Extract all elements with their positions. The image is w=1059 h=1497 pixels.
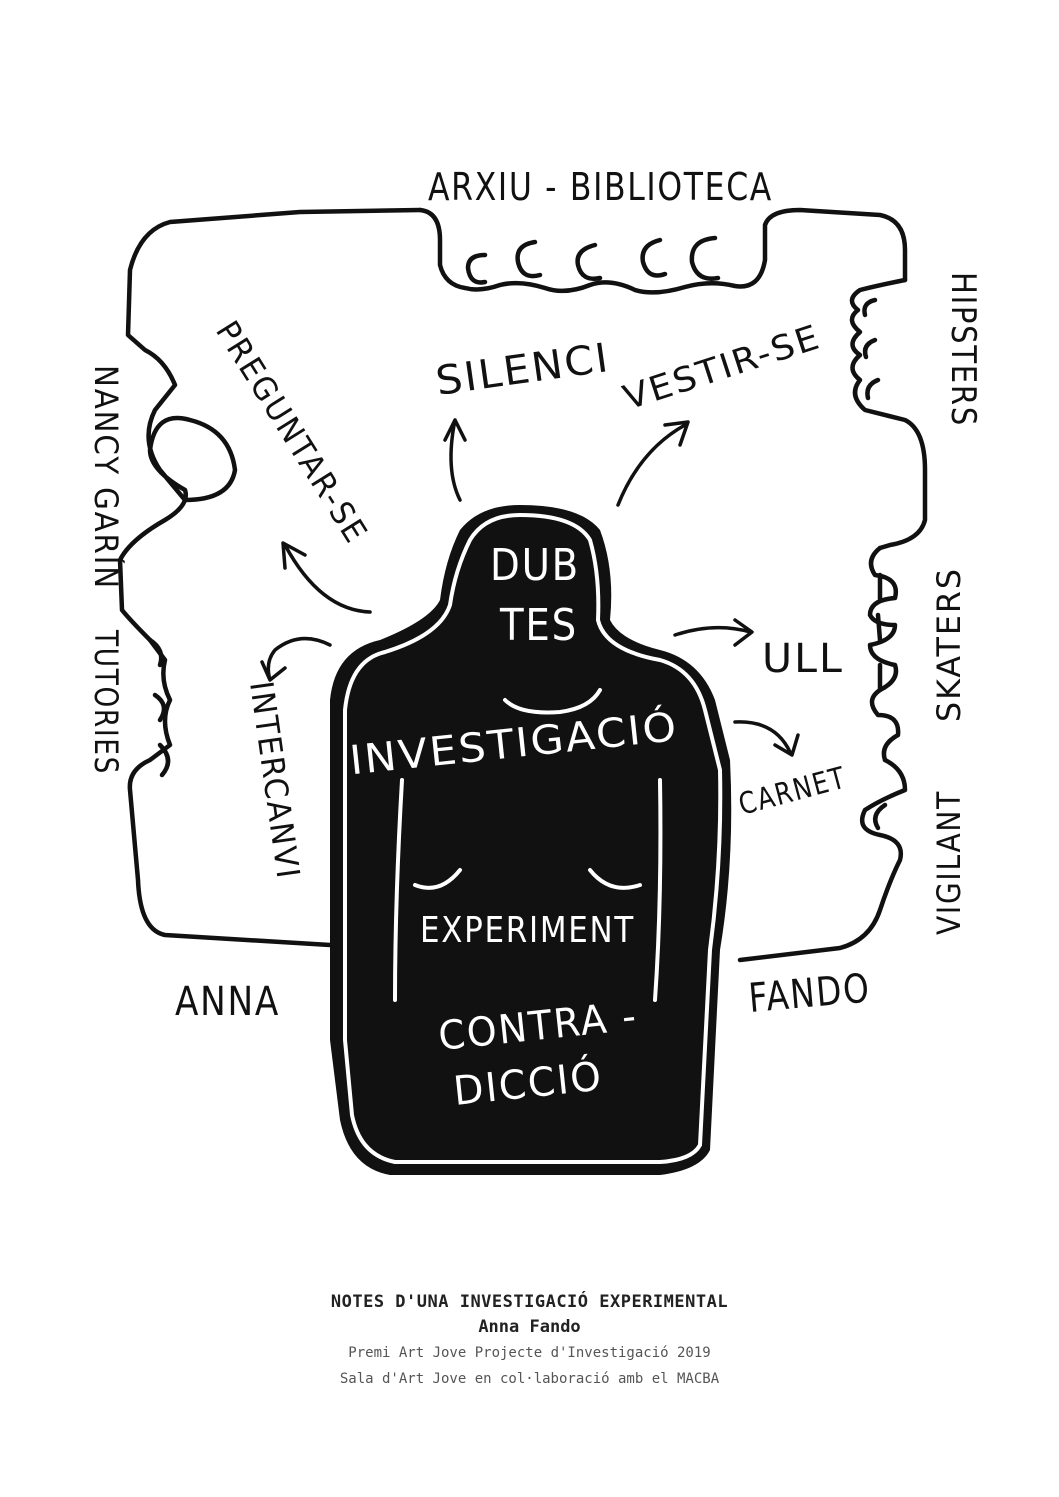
label-skaters: SKATERS xyxy=(930,567,968,722)
label-dub: DUB xyxy=(490,540,580,591)
arrows xyxy=(260,418,800,757)
arrow-intercanvi xyxy=(260,636,332,682)
label-tes: TES xyxy=(499,600,578,651)
label-experiment: EXPERIMENT xyxy=(420,910,635,951)
caption-title: NOTES D'UNA INVESTIGACIÓ EXPERIMENTAL xyxy=(330,1292,729,1312)
label-intercanvi: INTERCANVI xyxy=(242,679,307,882)
label-preguntar-se: PREGUNTAR-SE xyxy=(208,314,375,550)
arrow-carnet xyxy=(733,720,800,757)
caption-collaboration: Sala d'Art Jove en col·laboració amb el … xyxy=(339,1371,720,1387)
label-nancy-garin: NANCY GARÍN xyxy=(87,365,125,590)
label-vigilant: VIGILANT xyxy=(930,790,968,935)
label-tutories: TUTORIES xyxy=(87,629,125,775)
label-hipsters: HIPSTERS xyxy=(943,272,983,427)
label-arxiu-biblioteca: ARXIU - BIBLIOTECA xyxy=(428,165,773,209)
label-anna: ANNA xyxy=(175,979,280,1025)
caption-prize: Premi Art Jove Projecte d'Investigació 2… xyxy=(348,1345,711,1361)
caption-author: Anna Fando xyxy=(478,1317,581,1337)
illustration: ARXIU - BIBLIOTECA HIPSTERS SKATERS VIGI… xyxy=(87,165,983,1175)
frame-outline xyxy=(117,207,928,963)
arrow-ull xyxy=(673,618,754,647)
label-carnet: CARNET xyxy=(735,760,850,822)
label-vestir-se: VESTIR-SE xyxy=(618,317,825,418)
label-fando: FANDO xyxy=(747,966,873,1022)
arrow-vestir xyxy=(616,420,690,507)
arrow-silenci xyxy=(443,418,467,502)
label-silenci: SILENCI xyxy=(433,335,613,405)
arrow-preguntar xyxy=(281,541,372,614)
caption: NOTES D'UNA INVESTIGACIÓ EXPERIMENTAL An… xyxy=(0,1290,1059,1392)
figure-silhouette xyxy=(330,505,732,1175)
label-ull: ULL xyxy=(762,636,844,682)
